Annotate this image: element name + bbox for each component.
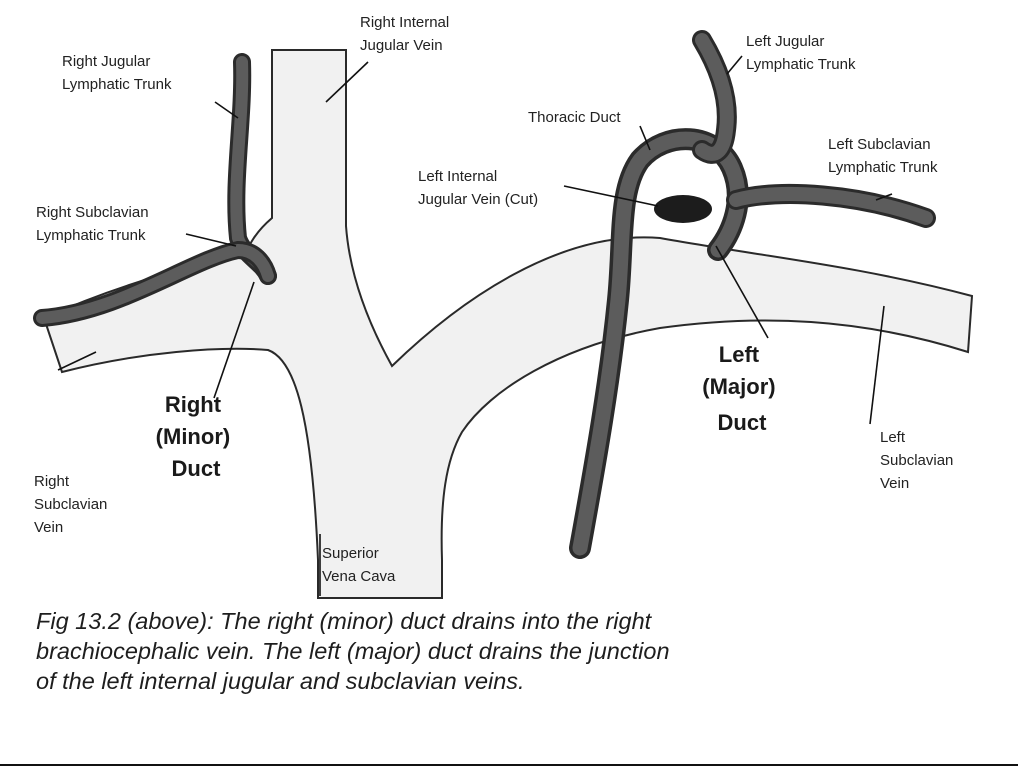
label-right-subclavian-vein: Right Subclavian Vein (34, 473, 112, 536)
bottom-divider (0, 764, 1018, 766)
label-superior-vena-cava: Superior Vena Cava (322, 545, 396, 585)
label-thoracic-duct: Thoracic Duct (528, 109, 621, 126)
label-left-jugular-lymphatic-trunk: Left Jugular Lymphatic Trunk (746, 33, 856, 73)
label-left-subclavian-vein: Left Subclavian Vein (880, 429, 958, 492)
right-lymphatic-trunks (33, 53, 277, 327)
label-left-internal-jugular-vein-cut: Left Internal Jugular Vein (Cut) (418, 168, 538, 208)
venous-system (42, 49, 974, 599)
label-right-subclavian-lymphatic-trunk: Right Subclavian Lymphatic Trunk (36, 204, 153, 244)
caption-line: of the left internal jugular and subclav… (36, 668, 525, 694)
diagram-canvas: Right Internal Jugular Vein Right Jugula… (33, 14, 974, 599)
label-left-subclavian-lymphatic-trunk: Left Subclavian Lymphatic Trunk (828, 136, 938, 176)
label-left-major-duct: Left (Major) Duct (702, 342, 781, 435)
caption-line: Fig 13.2 (above): The right (minor) duct… (36, 608, 652, 634)
caption-line: brachiocephalic vein. The left (major) d… (36, 638, 670, 664)
label-right-jugular-lymphatic-trunk: Right Jugular Lymphatic Trunk (62, 53, 172, 93)
figure-caption: Fig 13.2 (above): The right (minor) duct… (36, 606, 996, 696)
leader-lines (57, 55, 893, 596)
label-right-minor-duct: Right (Minor) Duct (156, 392, 237, 481)
label-right-internal-jugular-vein: Right Internal Jugular Vein (360, 14, 453, 54)
left-lymphatic-trunks (569, 30, 936, 559)
left-internal-jugular-vein-cut (654, 195, 712, 223)
